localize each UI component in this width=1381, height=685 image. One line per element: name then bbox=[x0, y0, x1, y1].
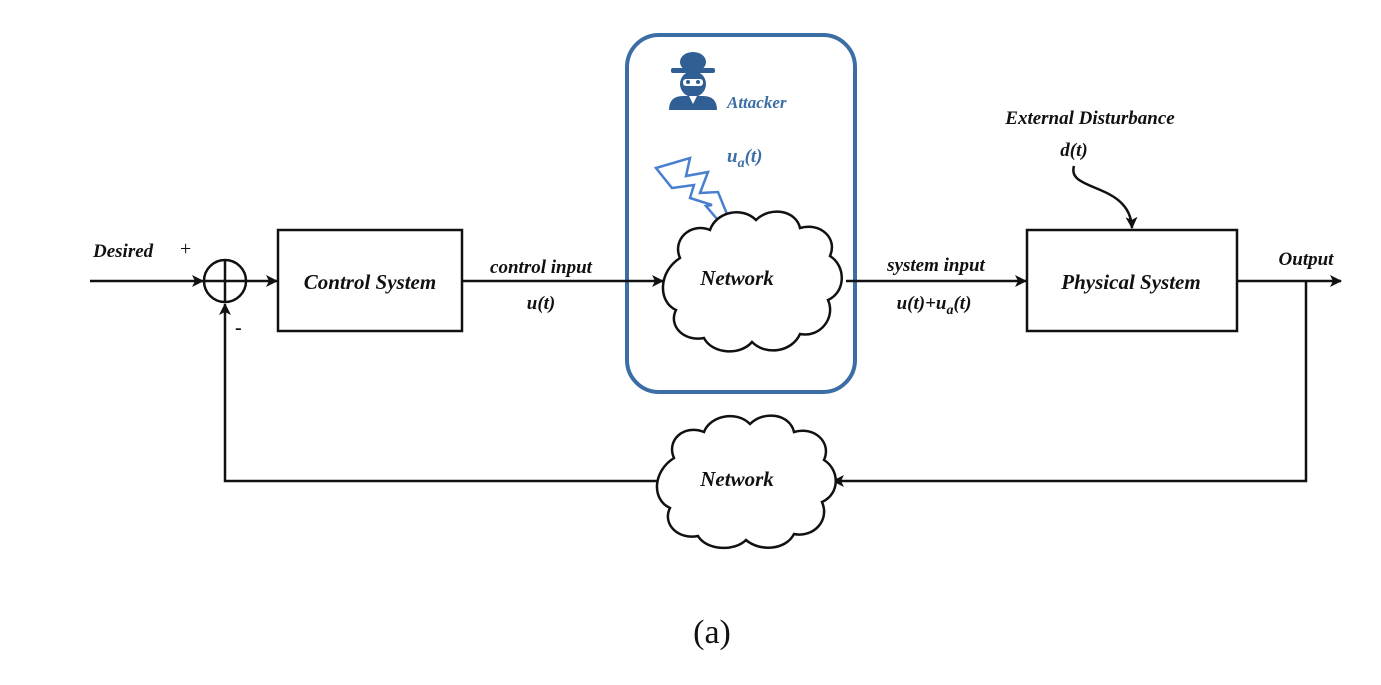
system-input-label: system input bbox=[886, 255, 985, 276]
attacker-spy-icon bbox=[669, 52, 717, 110]
output-label: Output bbox=[1279, 249, 1335, 270]
feedback-to-sum-line bbox=[219, 303, 657, 483]
network-feedback-label: Network bbox=[699, 467, 774, 491]
attacker-region bbox=[625, 33, 857, 394]
feedback-return-line bbox=[832, 281, 1308, 487]
summing-junction bbox=[202, 258, 248, 304]
network-feedback-cloud bbox=[655, 414, 837, 549]
physical-system-label: Physical System bbox=[1060, 270, 1200, 294]
network-forward-cloud bbox=[661, 210, 843, 353]
control-system-label: Control System bbox=[304, 270, 436, 294]
attacker-label: Attacker bbox=[726, 93, 787, 112]
external-disturbance-label: External Disturbance bbox=[1004, 108, 1175, 129]
minus-sign: - bbox=[235, 317, 242, 339]
desired-label: Desired bbox=[92, 241, 154, 262]
system-input-symbol: u(t)+ua(t) bbox=[897, 293, 972, 318]
disturbance-symbol: d(t) bbox=[1060, 140, 1087, 161]
figure-caption: (a) bbox=[693, 614, 731, 651]
physical-system-block bbox=[1025, 228, 1239, 333]
disturbance-arrow bbox=[1072, 165, 1138, 229]
control-input-symbol: u(t) bbox=[527, 293, 556, 314]
plus-sign: + bbox=[180, 238, 191, 260]
attack-signal-label: ua(t) bbox=[727, 146, 763, 171]
control-input-label: control input bbox=[490, 257, 593, 278]
network-forward-label: Network bbox=[699, 266, 774, 290]
